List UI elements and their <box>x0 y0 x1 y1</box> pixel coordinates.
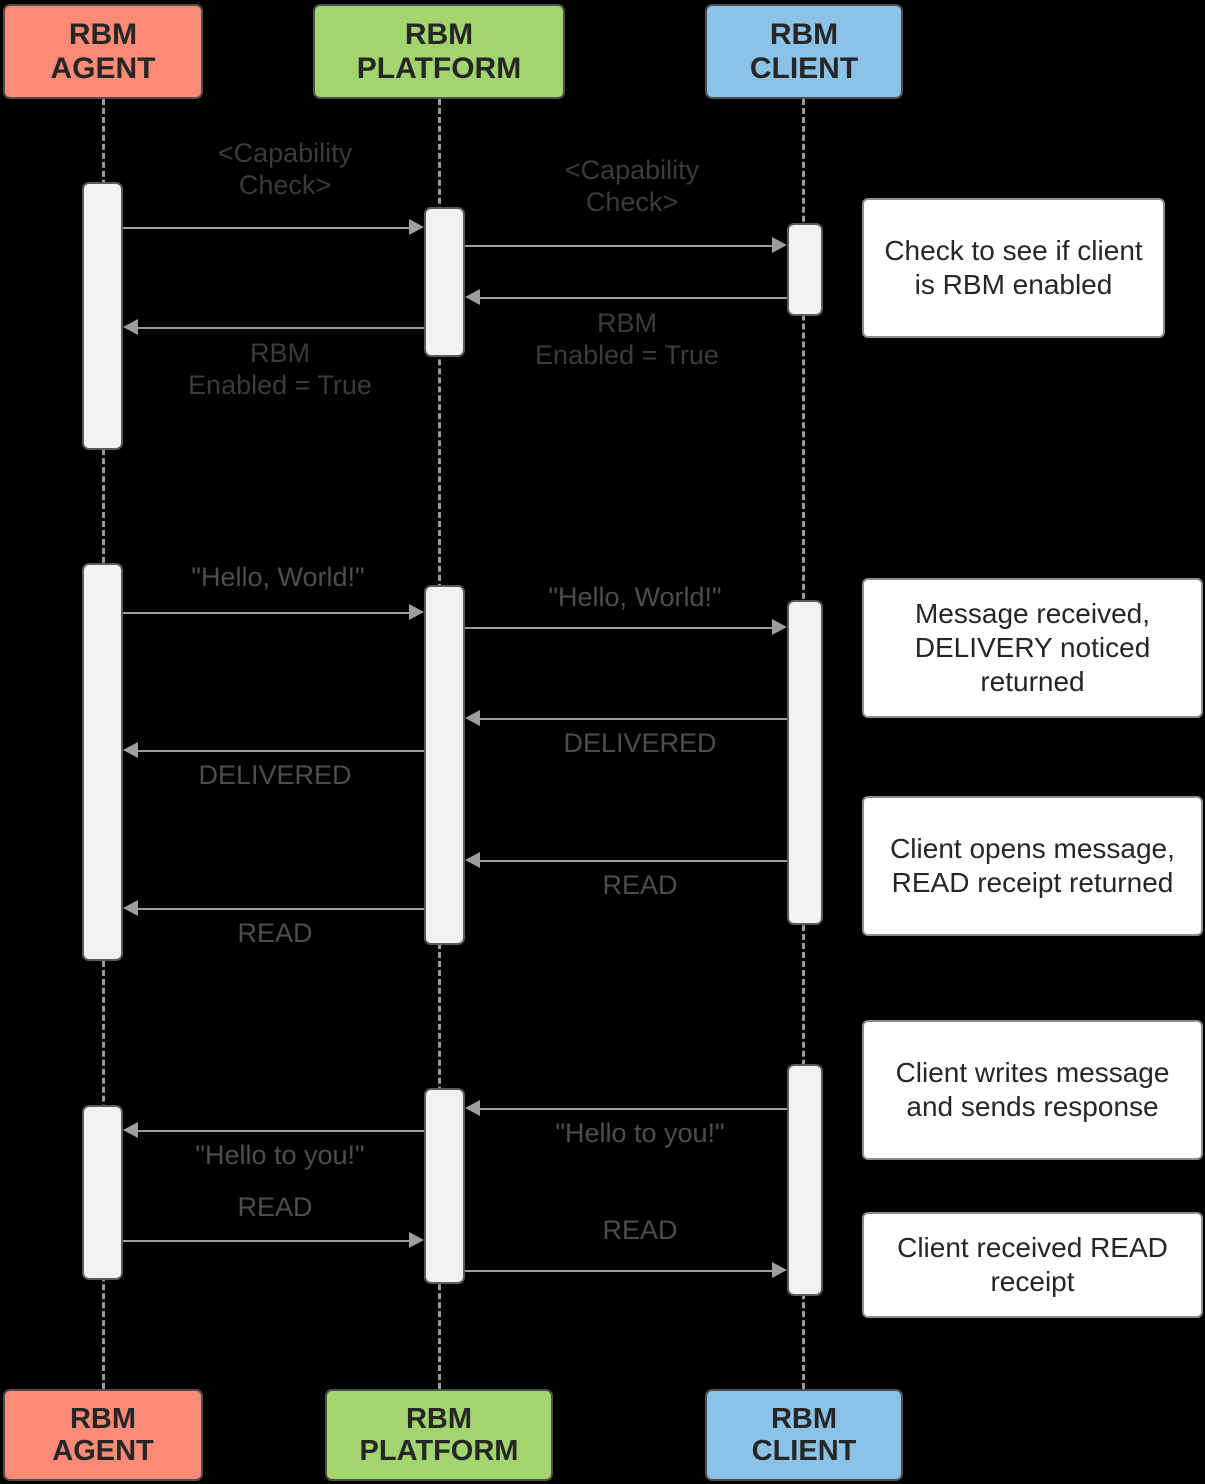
participant-header-agent[interactable]: RBM AGENT <box>3 4 203 99</box>
message-arrowhead-m8 <box>123 742 138 758</box>
note-message-received[interactable]: Message received, DELIVERY noticed retur… <box>862 578 1203 718</box>
message-label-m10: READ <box>237 918 313 948</box>
message-label-m3: RBM Enabled = True <box>535 308 719 370</box>
message-line-m13 <box>123 1240 416 1242</box>
message-arrowhead-m13 <box>409 1232 424 1248</box>
message-line-m6 <box>465 627 781 629</box>
message-line-m14 <box>465 1270 781 1272</box>
message-line-m8 <box>129 750 424 752</box>
message-line-m2 <box>465 245 781 247</box>
message-arrowhead-m3 <box>465 289 480 305</box>
activation-client-1[interactable] <box>787 223 823 316</box>
message-line-m9 <box>471 860 787 862</box>
message-arrowhead-m2 <box>772 237 787 253</box>
message-arrowhead-m4 <box>123 319 138 335</box>
participant-header-client-line2: CLIENT <box>749 51 859 85</box>
note-client-opens-message[interactable]: Client opens message, READ receipt retur… <box>862 796 1203 936</box>
activation-platform-3[interactable] <box>424 1088 465 1284</box>
message-line-m12 <box>129 1130 424 1132</box>
message-label-m12: "Hello to you!" <box>195 1140 365 1170</box>
participant-footer-platform-line2: PLATFORM <box>359 1435 519 1467</box>
participant-footer-platform-line1: RBM <box>405 1402 473 1435</box>
message-line-m3 <box>471 297 787 299</box>
message-arrowhead-m10 <box>123 900 138 916</box>
message-label-m2: <Capability Check> <box>564 155 700 217</box>
participant-header-agent-line2: AGENT <box>50 51 156 85</box>
message-line-m7 <box>471 718 787 720</box>
message-line-m10 <box>129 908 424 910</box>
message-arrowhead-m12 <box>123 1122 138 1138</box>
activation-agent-2[interactable] <box>82 563 123 961</box>
note-check-rbm-enabled[interactable]: Check to see if client is RBM enabled <box>862 198 1165 338</box>
message-arrowhead-m5 <box>409 604 424 620</box>
message-arrowhead-m9 <box>465 852 480 868</box>
participant-header-client[interactable]: RBM CLIENT <box>705 4 903 99</box>
activation-client-2[interactable] <box>787 600 823 925</box>
participant-header-client-line1: RBM <box>769 17 839 51</box>
message-arrowhead-m11 <box>465 1100 480 1116</box>
message-line-m11 <box>471 1108 787 1110</box>
note-client-received-read[interactable]: Client received READ receipt <box>862 1212 1203 1318</box>
message-line-m1 <box>123 227 416 229</box>
participant-header-platform[interactable]: RBM PLATFORM <box>313 4 565 99</box>
activation-platform-1[interactable] <box>424 207 465 357</box>
message-arrowhead-m7 <box>465 710 480 726</box>
message-line-m5 <box>123 612 416 614</box>
message-label-m6: "Hello, World!" <box>548 582 722 612</box>
message-label-m14: READ <box>602 1215 678 1245</box>
message-line-m4 <box>129 327 424 329</box>
message-label-m13: READ <box>237 1192 313 1222</box>
participant-footer-platform[interactable]: RBM PLATFORM <box>325 1389 553 1481</box>
participant-header-platform-line2: PLATFORM <box>356 51 522 85</box>
note-client-writes-message[interactable]: Client writes message and sends response <box>862 1020 1203 1160</box>
message-label-m1: <Capability Check> <box>217 138 353 200</box>
message-label-m7: DELIVERED <box>563 728 717 758</box>
participant-footer-agent-line2: AGENT <box>52 1435 154 1467</box>
message-label-m9: READ <box>602 870 678 900</box>
participant-footer-client[interactable]: RBM CLIENT <box>705 1389 903 1481</box>
participant-footer-agent-line1: RBM <box>69 1402 137 1435</box>
message-label-m4: RBM Enabled = True <box>188 338 372 400</box>
participant-footer-client-line2: CLIENT <box>751 1435 857 1467</box>
message-arrowhead-m14 <box>772 1262 787 1278</box>
message-label-m11: "Hello to you!" <box>555 1118 725 1148</box>
participant-footer-client-line1: RBM <box>770 1402 838 1435</box>
participant-header-agent-line1: RBM <box>68 17 138 51</box>
participant-header-platform-line1: RBM <box>404 17 474 51</box>
activation-platform-2[interactable] <box>424 585 465 945</box>
message-label-m5: "Hello, World!" <box>191 562 365 592</box>
activation-client-3[interactable] <box>787 1064 823 1296</box>
message-arrowhead-m6 <box>772 619 787 635</box>
message-label-m8: DELIVERED <box>198 760 352 790</box>
message-arrowhead-m1 <box>409 219 424 235</box>
activation-agent-1[interactable] <box>82 182 123 450</box>
activation-agent-3[interactable] <box>82 1105 123 1280</box>
participant-footer-agent[interactable]: RBM AGENT <box>3 1389 203 1481</box>
